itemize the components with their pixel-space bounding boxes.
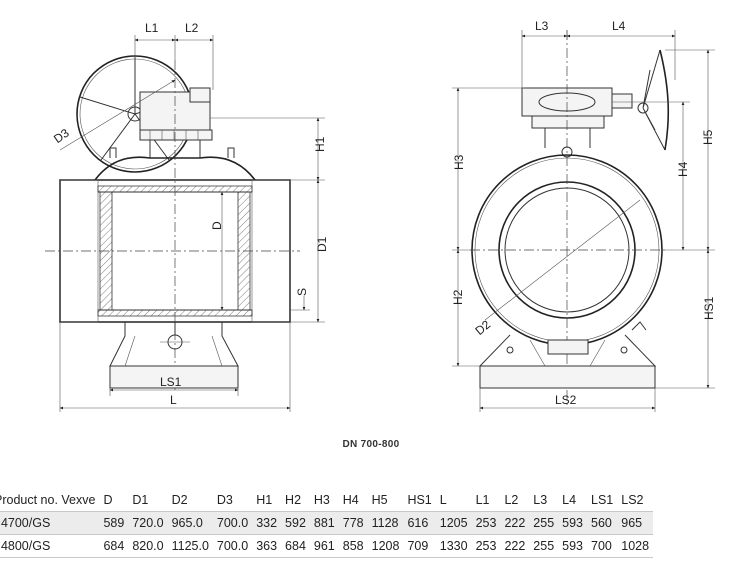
dim-label-d3: D3 — [51, 126, 72, 146]
front-base-plate — [479, 365, 656, 389]
valve-technical-drawing: L1 L2 D3 H1 D1 D S LS1 L — [45, 19, 716, 412]
dim-label-h2: H2 — [451, 289, 465, 305]
table-cell: 332 — [252, 511, 282, 535]
column-header: H5 — [367, 489, 404, 512]
drawing-caption: DN 700-800 — [342, 439, 400, 450]
column-header: H3 — [309, 489, 339, 512]
product-number-cell: ..4800/GS — [0, 534, 100, 558]
table-cell: 592 — [281, 511, 310, 535]
column-header: LS1 — [587, 489, 618, 512]
table-row: ..4800/GS684820.01125.0700.0363684961858… — [0, 534, 654, 558]
dim-label-l1: L1 — [145, 21, 159, 35]
table-cell: 616 — [403, 511, 436, 535]
table-cell: 700 — [587, 534, 618, 558]
table-cell: 222 — [500, 534, 530, 558]
table-cell: 684 — [99, 534, 129, 558]
dim-label-l2: L2 — [185, 21, 199, 35]
table-cell: 255 — [529, 534, 559, 558]
column-header: LS2 — [617, 489, 654, 512]
table-cell: 255 — [529, 511, 559, 535]
table-cell: 1330 — [435, 534, 472, 558]
table-cell: 363 — [252, 534, 282, 558]
dim-label-d2: D2 — [472, 317, 493, 338]
side-base-plate — [109, 365, 239, 389]
table-cell: 700.0 — [212, 534, 253, 558]
column-header: D1 — [128, 489, 168, 512]
table-cell: 593 — [558, 511, 588, 535]
table-cell: 589 — [99, 511, 129, 535]
column-header: L4 — [558, 489, 588, 512]
front-view — [470, 30, 670, 405]
dim-label-l4: L4 — [612, 19, 626, 33]
table-cell: 961 — [309, 534, 339, 558]
table-cell: 965 — [617, 511, 654, 535]
table-cell: 820.0 — [128, 534, 168, 558]
table-cell: 965.0 — [167, 511, 213, 535]
table-cell: 778 — [338, 511, 368, 535]
dim-label-l: L — [170, 393, 177, 407]
table-cell: 1205 — [435, 511, 472, 535]
dim-label-h1: H1 — [313, 136, 327, 152]
column-header: D — [99, 489, 129, 512]
column-header: L — [435, 489, 472, 512]
dim-label-h4: H4 — [676, 161, 690, 177]
table-cell: 222 — [500, 511, 530, 535]
column-header: L3 — [529, 489, 559, 512]
table-cell: 1208 — [367, 534, 404, 558]
column-header: H4 — [338, 489, 368, 512]
table-cell: 1028 — [617, 534, 654, 558]
dim-label-hs1: HS1 — [702, 296, 716, 320]
side-view-dimensions: L1 L2 D3 H1 D1 D S LS1 L — [51, 21, 329, 412]
column-header: H1 — [252, 489, 282, 512]
table-cell: 858 — [338, 534, 368, 558]
column-header: H2 — [281, 489, 310, 512]
table-cell: 593 — [558, 534, 588, 558]
column-header: D2 — [167, 489, 213, 512]
column-header: L2 — [500, 489, 530, 512]
dim-label-d: D — [210, 221, 224, 230]
table-cell: 684 — [281, 534, 310, 558]
front-view-dimensions: L3 L4 H3 H2 H5 H4 HS1 D2 LS2 — [451, 19, 716, 412]
column-header: HS1 — [403, 489, 436, 512]
side-view — [45, 55, 300, 390]
table-cell: 709 — [403, 534, 436, 558]
table-cell: 560 — [587, 511, 618, 535]
column-header: L1 — [471, 489, 501, 512]
dim-label-h5: H5 — [701, 129, 715, 145]
dim-label-ls1: LS1 — [160, 375, 182, 389]
table-cell: 253 — [471, 511, 501, 535]
table-row: ..4700/GS589720.0965.0700.03325928817781… — [0, 511, 654, 535]
product-number-cell: ..4700/GS — [0, 511, 100, 535]
dim-label-ls2: LS2 — [555, 393, 577, 407]
column-header: D3 — [212, 489, 253, 512]
dim-label-h3: H3 — [452, 154, 466, 170]
table-cell: 720.0 — [128, 511, 168, 535]
table-cell: 253 — [471, 534, 501, 558]
dim-label-d1: D1 — [315, 236, 329, 252]
dim-label-s: S — [295, 288, 309, 296]
table-cell: 700.0 — [212, 511, 253, 535]
table-cell: 1128 — [367, 511, 404, 535]
table-cell: 881 — [309, 511, 339, 535]
column-header: Product no. Vexve — [0, 489, 100, 512]
dim-label-l3: L3 — [535, 19, 549, 33]
table-cell: 1125.0 — [167, 534, 213, 558]
